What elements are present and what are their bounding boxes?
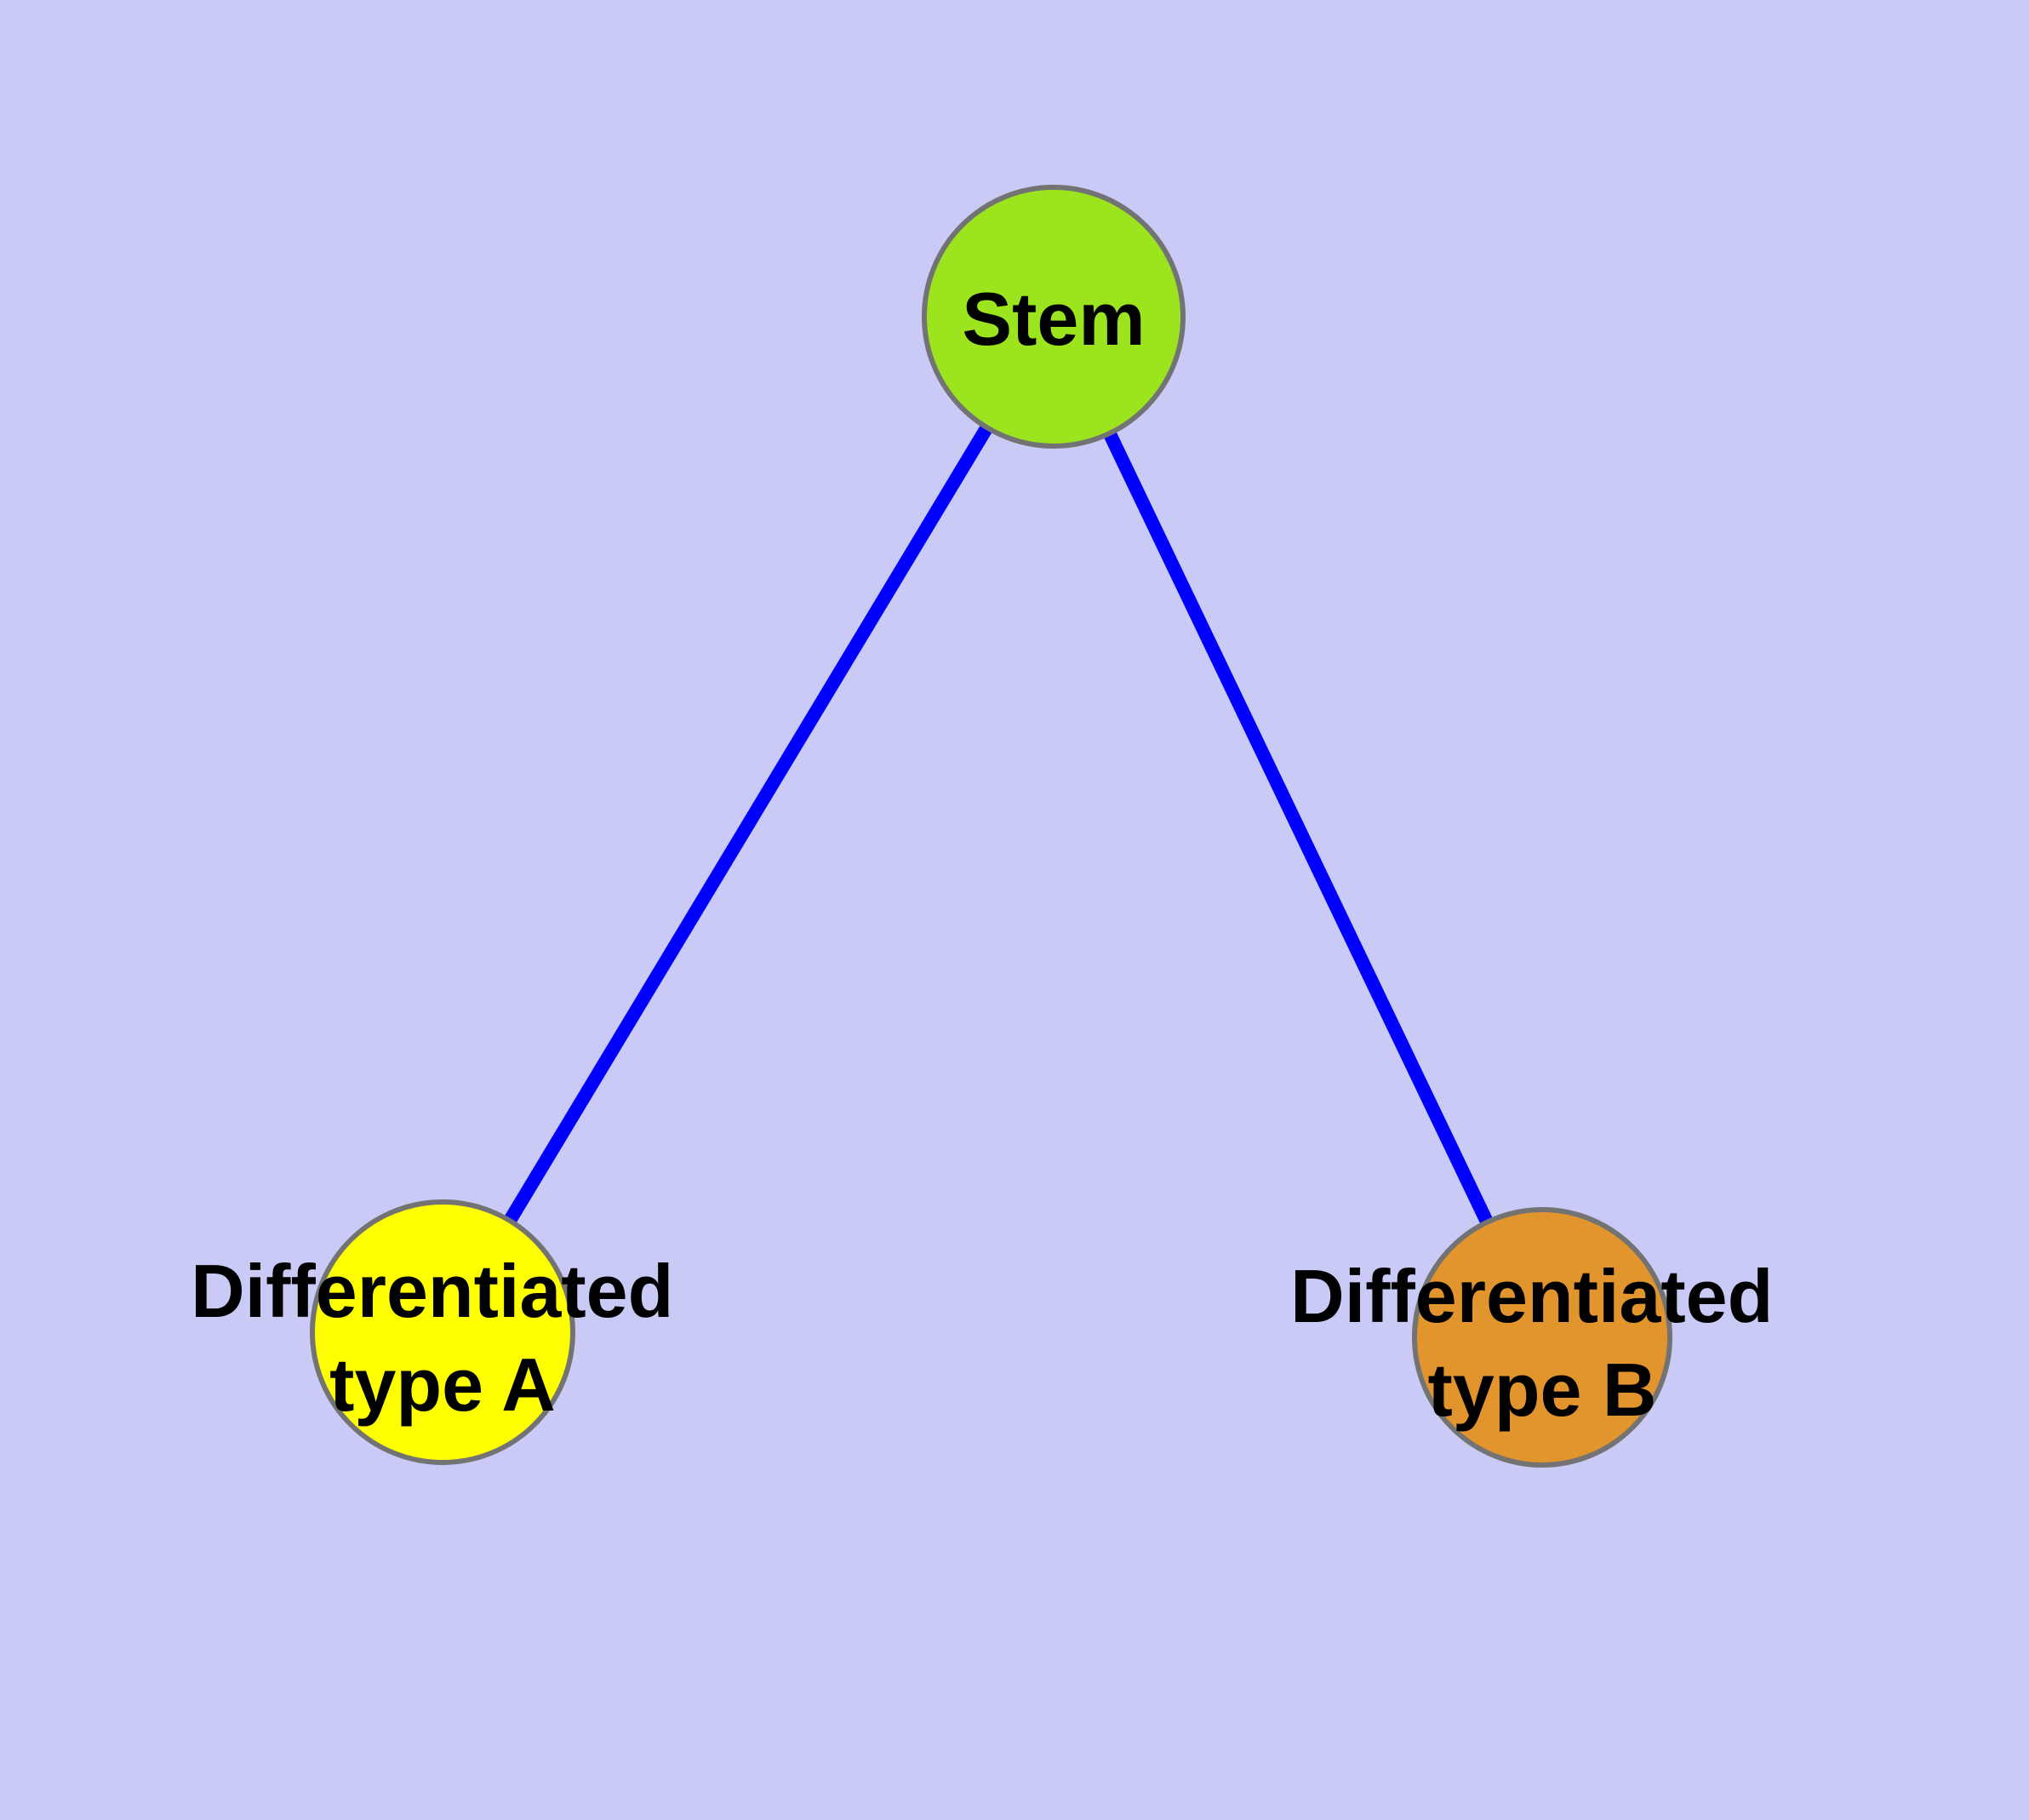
node-stem-label-line-1: Stem: [962, 277, 1145, 361]
node-differentiated-type-a-label-line-2: type A: [329, 1342, 556, 1427]
node-differentiated-type-b-label-line-2: type B: [1428, 1348, 1657, 1432]
node-differentiated-type-a-label-line-1: Differentiated: [191, 1249, 673, 1333]
node-differentiated-type-b: Differentiated type B: [1290, 1207, 1794, 1468]
node-differentiated-type-a-label: Differentiated type A: [191, 1249, 694, 1427]
node-differentiated-type-a-circle: [310, 1199, 575, 1465]
edge-stem-to-differentiated-type-a: [437, 312, 1060, 1336]
node-stem-label: Stem: [962, 277, 1145, 361]
node-differentiated-type-b-label-line-1: Differentiated: [1290, 1254, 1773, 1338]
edge-stem-to-differentiated-type-b: [1047, 313, 1549, 1341]
node-stem-circle: [922, 185, 1186, 449]
node-stem: Stem: [922, 185, 1186, 449]
node-differentiated-type-b-label: Differentiated type B: [1290, 1254, 1794, 1432]
edge-group: [437, 312, 1549, 1341]
node-differentiated-type-b-circle: [1412, 1207, 1672, 1468]
node-differentiated-type-a: Differentiated type A: [191, 1199, 694, 1465]
